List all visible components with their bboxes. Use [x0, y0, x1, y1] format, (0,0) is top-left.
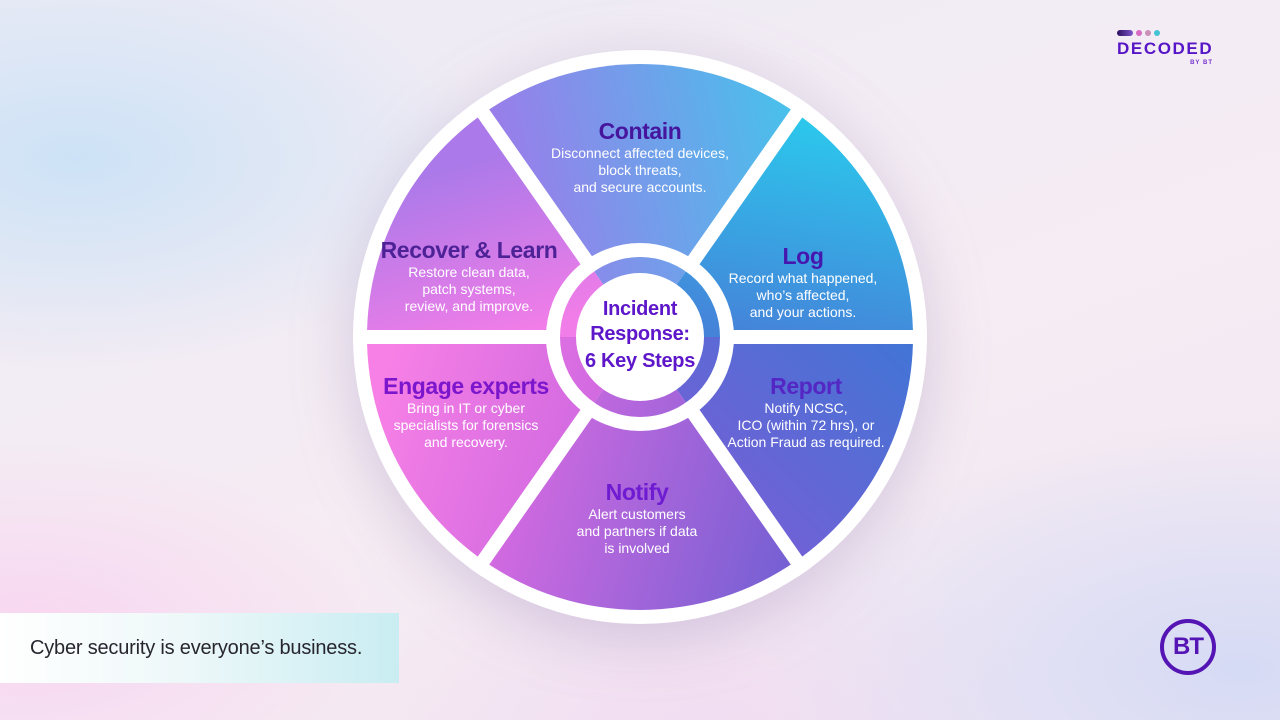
segment-report-line: Notify NCSC,: [764, 400, 848, 416]
hub-ring: [546, 243, 734, 431]
segment-recover-learn-line: Restore clean data,: [408, 264, 530, 280]
segment-recover-learn: Recover & Learn Restore clean data, patc…: [344, 236, 594, 315]
segment-report-line: ICO (within 72 hrs), or: [737, 417, 875, 433]
segment-contain: Contain Disconnect affected devices, blo…: [505, 117, 775, 196]
segment-contain-title: Contain: [598, 118, 682, 144]
segment-log: Log Record what happened, who’s affected…: [683, 242, 923, 321]
segment-notify-line: is involved: [604, 540, 670, 556]
segment-notify-line: Alert customers: [588, 506, 686, 522]
segment-report-title: Report: [770, 373, 842, 399]
segment-contain-wedge: [483, 64, 797, 337]
bt-logo: BT: [1160, 619, 1216, 675]
wheel-center-title-line: Incident: [602, 298, 678, 320]
segment-contain-line: Disconnect affected devices,: [551, 145, 729, 161]
segment-engage-experts-line: and recovery.: [424, 434, 508, 450]
segment-dividers: [353, 97, 927, 577]
decoded-pill-icon: [1117, 30, 1133, 36]
segment-engage-experts-line: Bring in IT or cyber: [406, 400, 525, 416]
segment-report: Report Notify NCSC, ICO (within 72 hrs),…: [681, 372, 931, 451]
segment-log-line: who’s affected,: [756, 287, 850, 303]
segment-notify-wedge: [483, 337, 797, 610]
segment-contain-line: and secure accounts.: [573, 179, 707, 195]
wheel-center-title-line: 6 Key Steps: [584, 350, 696, 372]
decoded-dot-icon: [1145, 30, 1151, 36]
bt-logo-text: BT: [1173, 633, 1204, 660]
segment-engage-experts: Engage experts Bring in IT or cyber spec…: [341, 372, 591, 451]
decoded-logo-dots: [1117, 30, 1213, 36]
caption-text: Cyber security is everyone’s business.: [30, 636, 363, 659]
segment-contain-line: block threats,: [598, 162, 682, 178]
segment-recover-learn-line: review, and improve.: [404, 298, 534, 314]
wheel-center-title-line: Response:: [590, 323, 690, 345]
segment-log-line: Record what happened,: [728, 270, 878, 286]
segment-log-line: and your actions.: [749, 304, 857, 320]
segment-log-title: Log: [782, 243, 824, 269]
decoded-logo-text: DECODED: [1117, 39, 1214, 58]
decoded-dot-icon: [1136, 30, 1142, 36]
segment-recover-learn-title: Recover & Learn: [380, 237, 558, 263]
decoded-dot-icon: [1154, 30, 1160, 36]
decoded-logo-subtext: BY BT: [1190, 60, 1213, 66]
segment-notify: Notify Alert customers and partners if d…: [527, 478, 747, 557]
segment-engage-experts-title: Engage experts: [383, 373, 549, 399]
caption-banner: Cyber security is everyone’s business.: [0, 613, 399, 683]
segment-engage-experts-line: specialists for forensics: [393, 417, 539, 433]
segment-notify-line: and partners if data: [576, 523, 698, 539]
segment-notify-title: Notify: [605, 479, 669, 505]
segment-recover-learn-line: patch systems,: [422, 281, 516, 297]
hub-circle: [576, 273, 704, 401]
wheel-center-title: Incident Response: 6 Key Steps: [555, 297, 725, 374]
decoded-logo: DECODED BY BT: [1117, 30, 1213, 66]
segment-report-line: Action Fraud as required.: [727, 434, 885, 450]
